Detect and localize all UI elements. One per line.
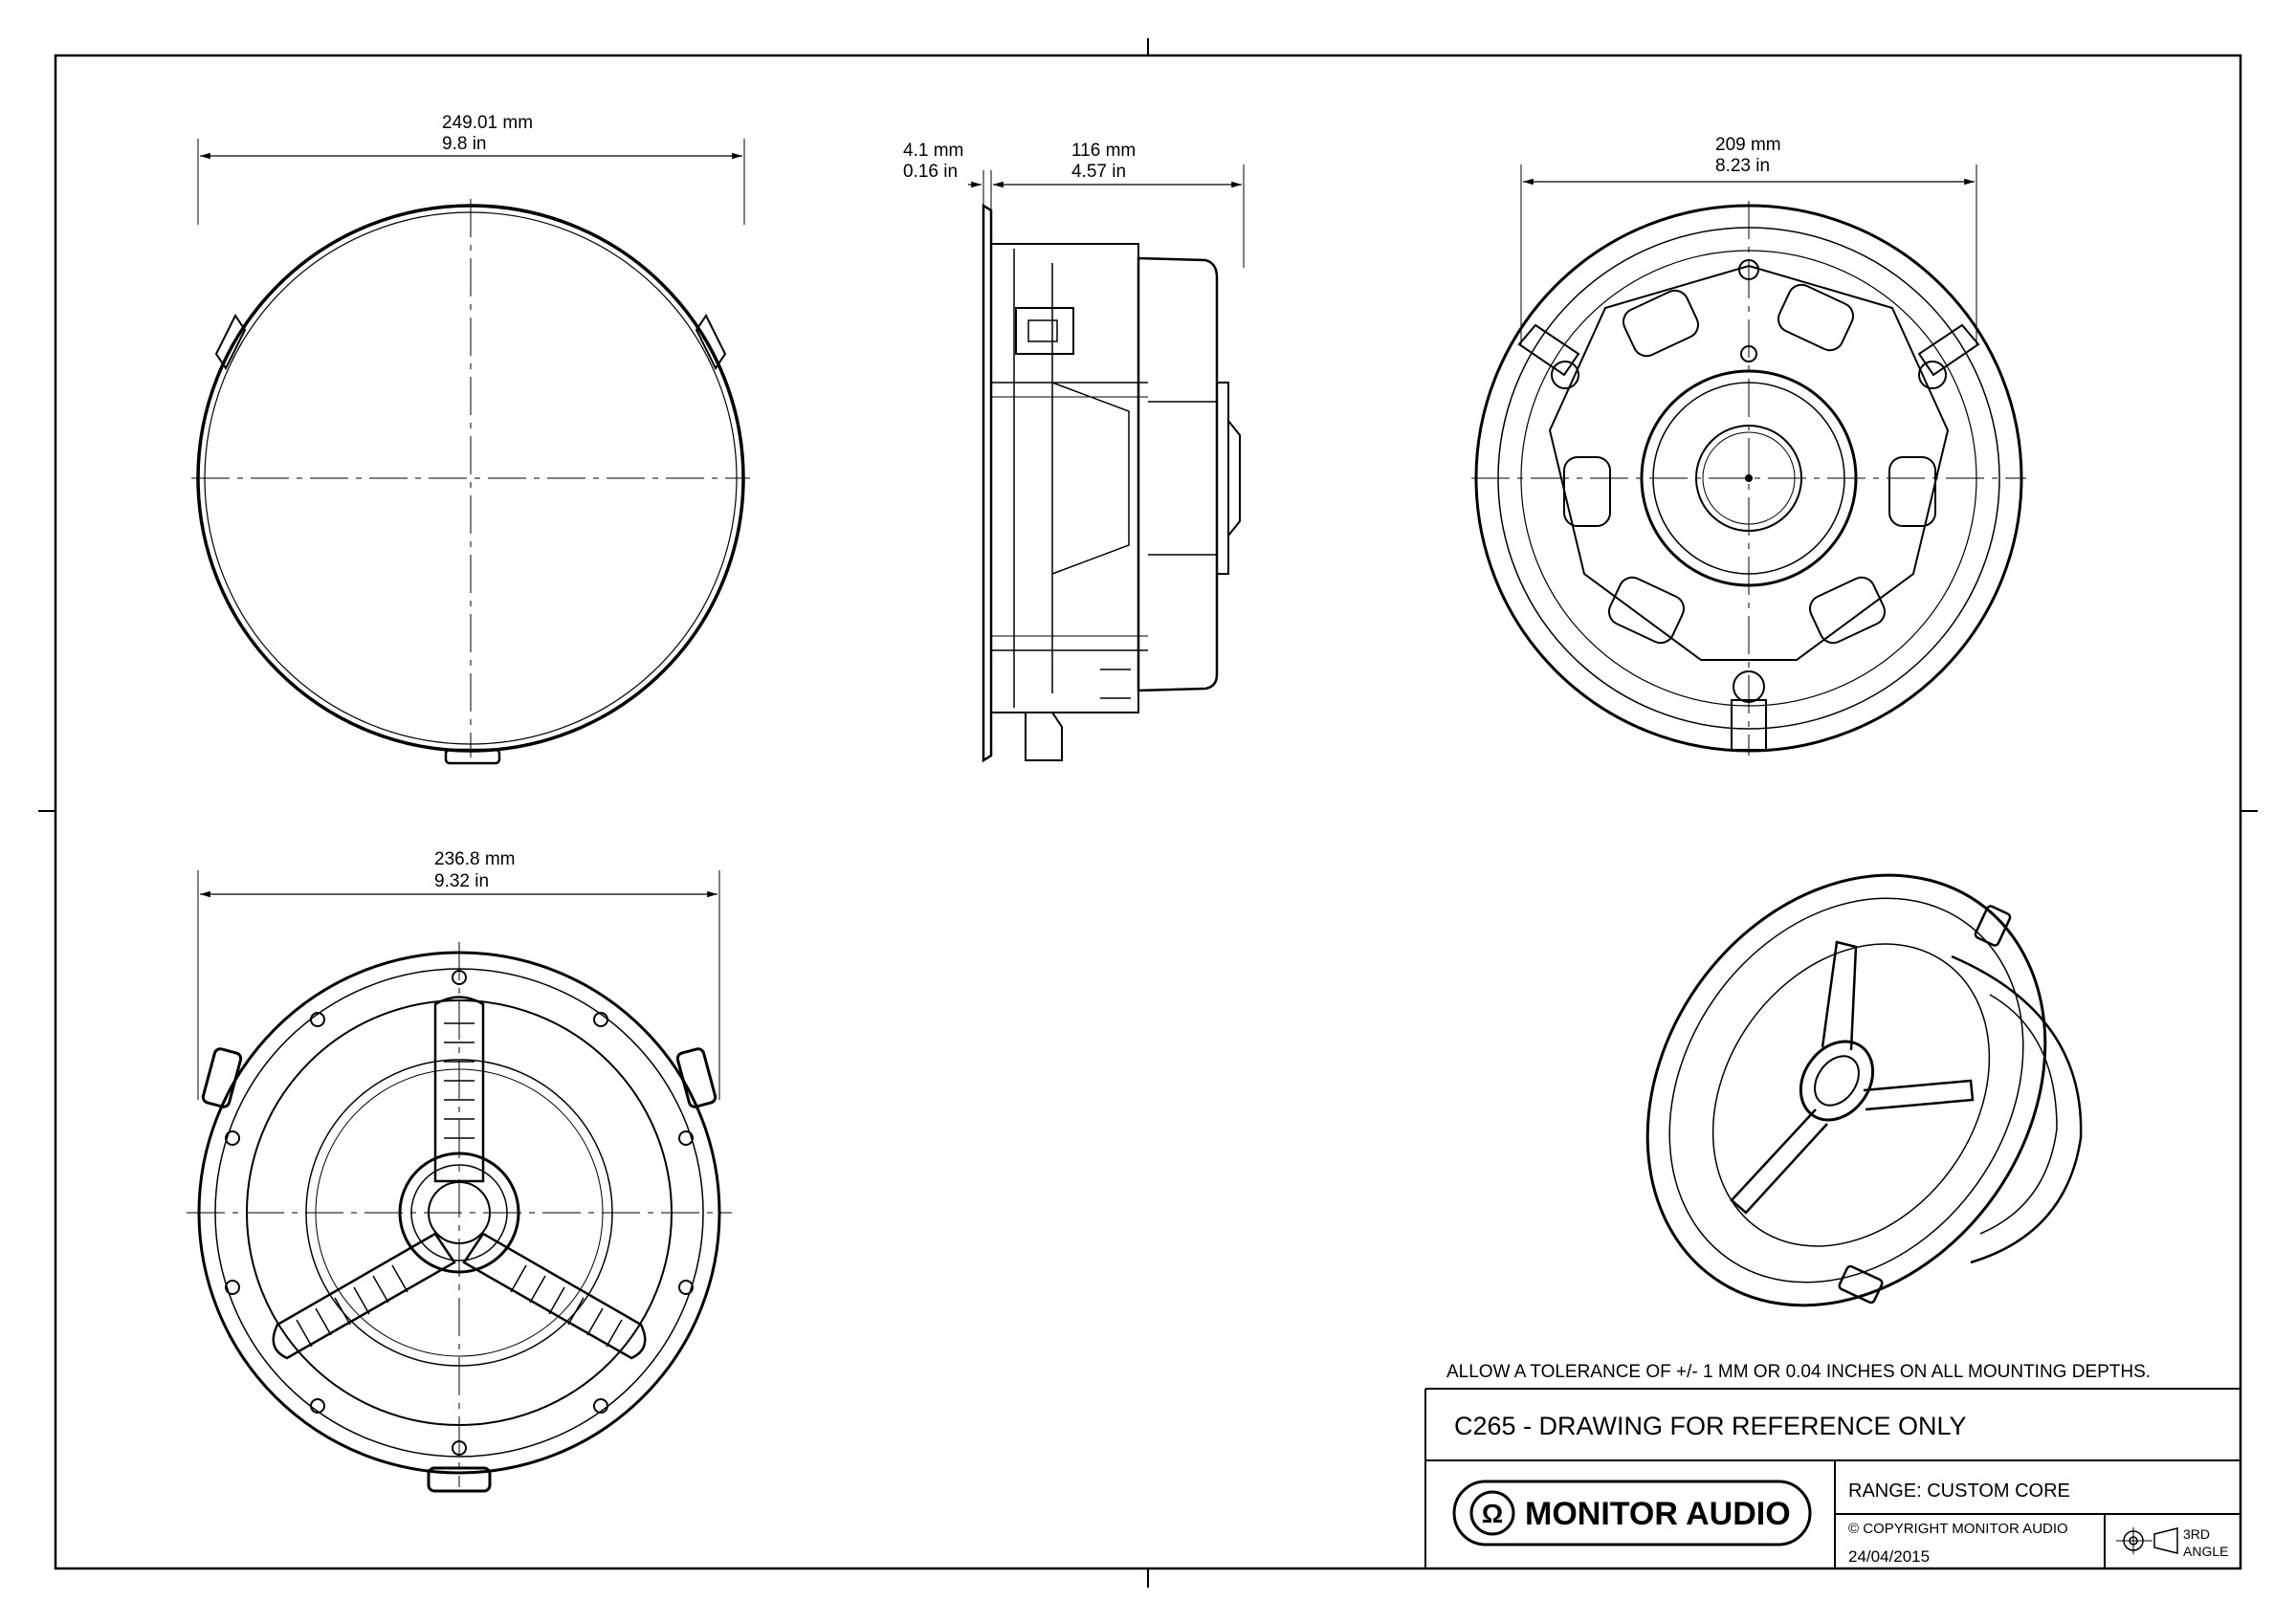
third-angle-projection-icon: 3RD ANGLE [2116,1526,2228,1559]
cutout-diameter-mm: 209 mm [1715,135,1781,155]
brand-name: MONITOR AUDIO [1525,1496,1791,1532]
sheet-border [38,38,2258,1588]
rear-view: 209 mm 8.23 in [1471,135,2026,756]
front-diameter-in: 9.8 in [442,134,486,154]
tolerance-note: ALLOW A TOLERANCE OF +/- 1 MM OR 0.04 IN… [1446,1362,2151,1382]
range-label: RANGE: CUSTOM CORE [1848,1480,2070,1502]
projection-line2: ANGLE [2183,1544,2228,1559]
front-diameter-mm: 249.01 mm [442,113,533,133]
front-view-driver: 236.8 mm 9.32 in [187,849,732,1493]
drawing-date: 24/04/2015 [1848,1547,1930,1566]
outer-diameter-mm: 236.8 mm [434,849,515,869]
copyright-text: © COPYRIGHT MONITOR AUDIO [1848,1521,2068,1537]
cutout-diameter-in: 8.23 in [1715,156,1770,176]
projection-line1: 3RD [2183,1526,2210,1542]
outer-diameter-in: 9.32 in [434,871,489,891]
title-block: ALLOW A TOLERANCE OF +/- 1 MM OR 0.04 IN… [1424,1362,2241,1568]
flange-depth-mm: 4.1 mm [903,141,963,161]
monitor-audio-logo: Ω MONITOR AUDIO [1452,1480,1812,1546]
front-view-grille: 249.01 mm 9.8 in [191,113,750,765]
flange-depth-in: 0.16 in [903,162,958,182]
isometric-view [1645,873,2083,1307]
mounting-depth-in: 4.57 in [1071,162,1126,182]
mounting-depth-mm: 116 mm [1071,141,1136,161]
svg-text:Ω: Ω [1482,1499,1503,1528]
drawing-title: C265 - DRAWING FOR REFERENCE ONLY [1454,1412,1967,1440]
side-view: 4.1 mm 0.16 in 116 mm 4.57 in [903,141,1245,763]
